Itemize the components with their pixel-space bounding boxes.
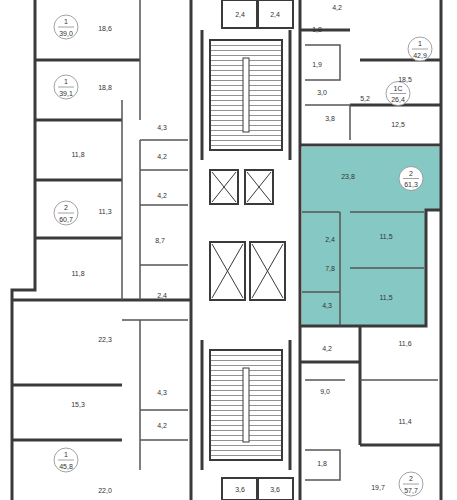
room-area: 57,7 — [404, 487, 418, 494]
room-area: 61,3 — [404, 181, 418, 188]
room-area: 1С — [394, 85, 403, 92]
room-area: 45,8 — [59, 463, 73, 470]
room-area: 1 — [64, 78, 68, 85]
room-area: 12,5 — [391, 121, 405, 128]
room-area: 60,7 — [59, 216, 73, 223]
room-area: 5,2 — [360, 95, 370, 102]
room-area: 4,3 — [157, 389, 167, 396]
room-area: 22,0 — [98, 487, 112, 494]
room-area: 2,4 — [157, 292, 167, 299]
room-area: 4,2 — [157, 153, 167, 160]
room-area: 11,8 — [71, 151, 84, 158]
room-area: 1 — [64, 18, 68, 25]
room-area: 1,8 — [317, 460, 327, 467]
highlight-area — [302, 147, 440, 325]
room-area: 23,8 — [341, 173, 355, 180]
room-area: 11,4 — [398, 418, 411, 425]
room-area: 1,9 — [312, 61, 322, 68]
room-area: 11,8 — [71, 270, 84, 277]
room-area: 2,4 — [270, 11, 280, 18]
room-area: 18,5 — [398, 76, 412, 83]
room-area: 11,5 — [379, 294, 392, 301]
room-area: 2,4 — [235, 11, 245, 18]
room-area: 39,1 — [59, 90, 73, 97]
room-area: 2 — [64, 204, 68, 211]
apartment-unit: 23,8 2 61,3 2,4 11,5 7,8 11,5 4,3 — [302, 147, 440, 325]
room-area: 1 — [418, 40, 422, 47]
room-area: 42,9 — [413, 52, 427, 59]
room-area: 11,6 — [398, 340, 411, 347]
elevator-marks — [212, 58, 283, 442]
room-area: 3,8 — [325, 115, 335, 122]
room-area: 2 — [409, 475, 413, 482]
room-area: 1 — [64, 451, 68, 458]
room-area: 3,0 — [317, 89, 327, 96]
room-area: 39,0 — [59, 30, 73, 37]
core — [210, 0, 293, 500]
room-area: 18,8 — [98, 84, 112, 91]
room-area: 8,7 — [155, 237, 165, 244]
room-area: 4,2 — [157, 422, 167, 429]
room-area: 19,7 — [371, 484, 385, 491]
room-area: 4,2 — [322, 345, 332, 352]
walls — [12, 0, 441, 500]
room-area: 11,5 — [379, 233, 392, 240]
room-area: 26,4 — [391, 96, 405, 103]
room-area: 3,6 — [235, 486, 245, 493]
room-area: 4,3 — [157, 124, 167, 131]
room-area: 2 — [409, 170, 413, 177]
room-area: 3,6 — [270, 486, 280, 493]
room-area: 1,8 — [312, 26, 322, 33]
room-area: 15,3 — [71, 401, 85, 408]
room-area: 22,3 — [98, 336, 112, 343]
room-area: 11,3 — [98, 208, 111, 215]
room-area: 4,3 — [322, 302, 332, 309]
apartment-markers — [54, 15, 432, 496]
room-area: 18,6 — [98, 25, 112, 32]
room-area: 2,4 — [325, 236, 335, 243]
room-area: 7,8 — [325, 265, 335, 272]
partitions — [122, 0, 438, 480]
room-area: 4,2 — [332, 4, 342, 11]
room-area: 4,2 — [157, 192, 167, 199]
room-area: 9,0 — [320, 388, 330, 395]
